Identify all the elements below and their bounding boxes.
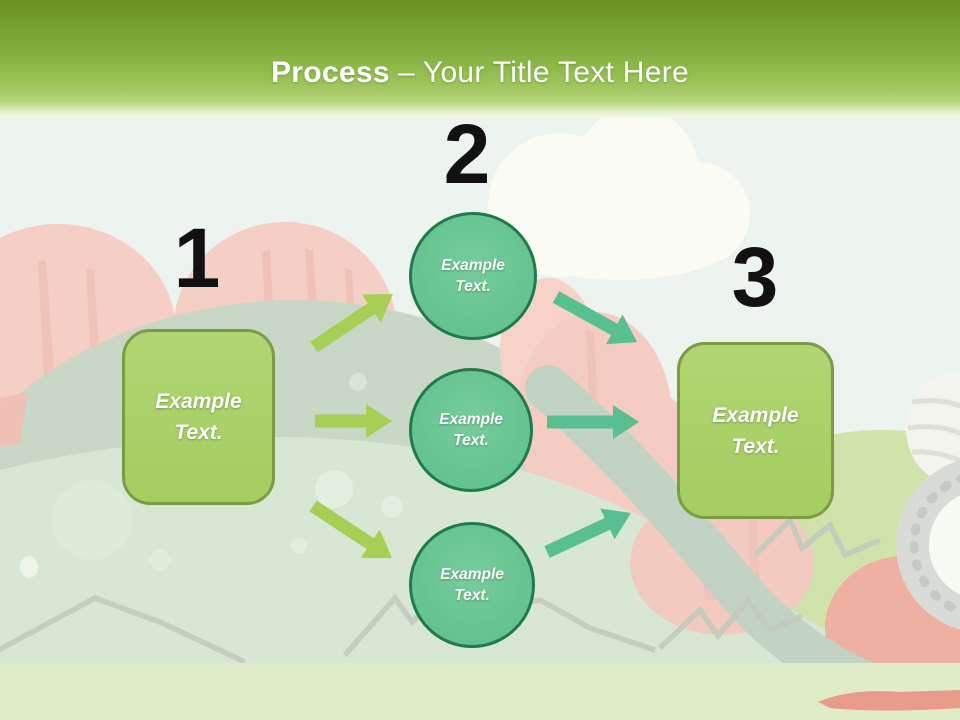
wheel <box>896 373 960 630</box>
step2-circle-middle-label: Example Text. <box>439 411 503 449</box>
step-number-3: 3 <box>731 230 779 324</box>
step-number-2: 2 <box>443 107 491 201</box>
title-rest: – Your Title Text Here <box>397 56 690 89</box>
step1-box[interactable]: Example Text. <box>122 329 275 505</box>
title-bar: Process– Your Title Text Here <box>0 0 960 118</box>
slide-title: Process– Your Title Text Here <box>0 0 960 89</box>
step2-circle-top[interactable]: Example Text. <box>409 212 537 340</box>
step2-circle-top-label: Example Text. <box>441 257 505 295</box>
step2-circle-bottom-label: Example Text. <box>440 566 504 604</box>
step3-box[interactable]: Example Text. <box>677 342 834 519</box>
step2-circle-bottom[interactable]: Example Text. <box>409 522 535 648</box>
step3-box-label: Example Text. <box>712 403 799 458</box>
step2-circle-middle[interactable]: Example Text. <box>409 368 533 492</box>
title-emphasis: Process <box>270 56 390 89</box>
bottom-strip <box>0 663 960 720</box>
salmon-streak <box>818 690 960 711</box>
step1-box-label: Example Text. <box>155 390 242 444</box>
step-number-1: 1 <box>173 211 221 305</box>
pink-chunk-left-edge <box>0 392 28 448</box>
small-egg <box>20 556 38 578</box>
